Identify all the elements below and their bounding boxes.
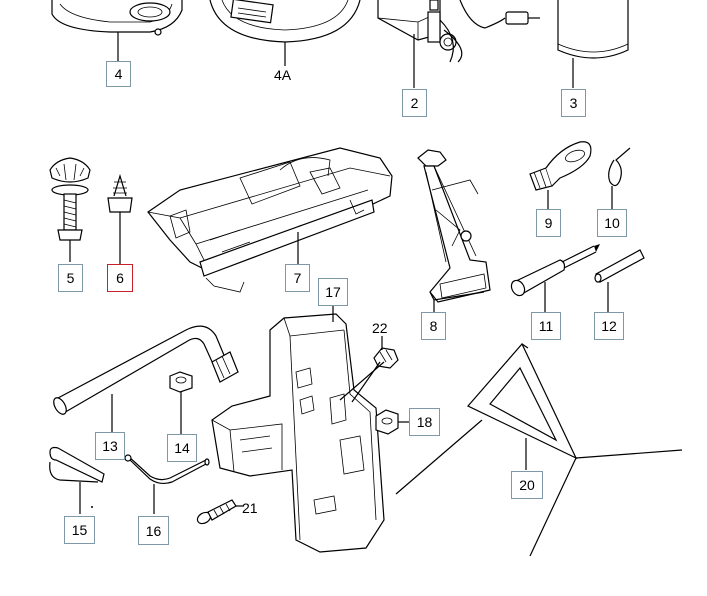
part-17-drawing [211, 304, 385, 553]
part-label-3[interactable]: 3 [561, 89, 586, 117]
part-label-5[interactable]: 5 [58, 264, 83, 292]
part-4-drawing [51, 0, 183, 61]
part-5-drawing [49, 157, 91, 262]
part-label-10[interactable]: 10 [597, 209, 627, 237]
part-label-6[interactable]: 6 [107, 264, 133, 292]
part-2-drawing [377, 0, 540, 88]
part-label-11[interactable]: 11 [531, 312, 561, 340]
part-label-4[interactable]: 4 [106, 61, 131, 87]
part-label-21[interactable]: 21 [242, 500, 258, 516]
part-label-12[interactable]: 12 [594, 312, 624, 340]
part-label-13[interactable]: 13 [95, 432, 125, 460]
part-label-9[interactable]: 9 [536, 209, 561, 237]
part-4a-drawing [209, 0, 361, 66]
part-20-drawing [395, 342, 683, 557]
part-13-drawing [53, 325, 239, 434]
part-label-22[interactable]: 22 [372, 320, 388, 336]
part-8-drawing [417, 149, 491, 316]
part-label-4a[interactable]: 4A [274, 67, 292, 83]
part-6-drawing [107, 173, 133, 264]
part-14-drawing [169, 371, 193, 436]
part-7-drawing [147, 147, 393, 293]
part-10-drawing [608, 147, 631, 210]
part-label-15[interactable]: 15 [64, 516, 95, 544]
part-15-drawing [49, 446, 105, 514]
part-11-drawing [510, 244, 600, 316]
part-label-8[interactable]: 8 [421, 312, 446, 340]
part-label-7[interactable]: 7 [285, 264, 310, 292]
part-label-16[interactable]: 16 [138, 516, 169, 545]
part-label-14[interactable]: 14 [167, 434, 197, 462]
part-12-drawing [594, 249, 645, 316]
part-18-drawing [375, 409, 410, 435]
part-21-drawing [196, 499, 244, 525]
part-label-2[interactable]: 2 [402, 89, 427, 117]
part-label-17[interactable]: 17 [318, 278, 348, 306]
part-9-drawing [529, 141, 592, 210]
part-label-20[interactable]: 20 [511, 471, 543, 499]
part-label-18[interactable]: 18 [409, 408, 440, 436]
part-3-drawing [557, 0, 629, 88]
part-16-drawing [124, 454, 210, 514]
